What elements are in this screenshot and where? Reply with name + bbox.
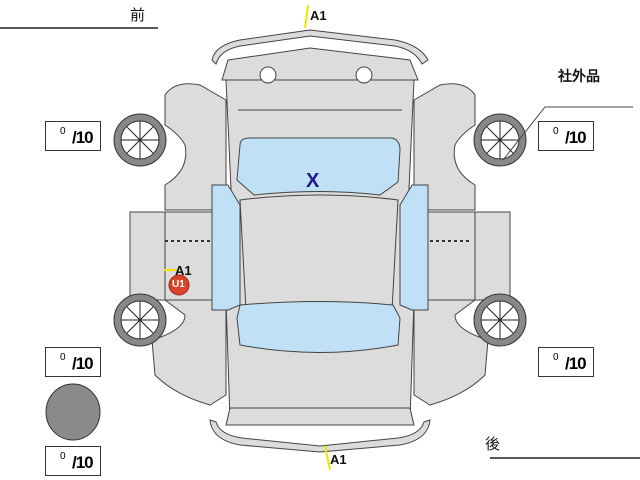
tire-rear-right-box: 0/10 <box>538 347 594 377</box>
tread-max: /10 <box>565 354 587 373</box>
roof <box>239 194 399 311</box>
tread-max: /10 <box>72 128 94 147</box>
rear-bumper-mark <box>324 445 331 471</box>
marker-left-door[interactable]: A1 <box>175 263 192 278</box>
tire-front-right-box: 0/10 <box>538 121 594 151</box>
tread-value: 0 <box>553 126 559 137</box>
tread-value: 0 <box>60 126 66 137</box>
tread-value: 0 <box>553 352 559 363</box>
tread-value: 0 <box>60 451 66 462</box>
front-bumper-mark <box>304 4 309 29</box>
tread-max: /10 <box>72 453 94 472</box>
wheel-rear-right-icon <box>473 293 527 347</box>
right-headlight <box>355 66 373 84</box>
tire-rear-left-box: 0/10 <box>45 347 101 377</box>
marker-x-windshield[interactable]: X <box>306 170 320 192</box>
front-bumper <box>211 29 429 65</box>
front-label: 前 <box>130 7 146 24</box>
right-side-window <box>399 184 429 311</box>
wheel-front-left-icon <box>113 113 167 167</box>
right-rocker <box>474 211 511 301</box>
wheel-front-right-icon <box>473 113 527 167</box>
left-rear-quarter <box>151 299 227 406</box>
tire-spare-box: 0/10 <box>45 446 101 476</box>
right-rear-quarter <box>413 299 489 406</box>
tire-front-left-box: 0/10 <box>45 121 101 151</box>
marker-u1[interactable]: U1 <box>172 279 185 290</box>
aftermarket-label: 社外品 <box>558 68 600 84</box>
left-front-fender <box>164 83 227 211</box>
tread-max: /10 <box>72 354 94 373</box>
marker-front-bumper[interactable]: A1 <box>310 8 327 23</box>
left-rocker <box>129 211 166 301</box>
right-front-fender <box>413 83 476 211</box>
rear-window <box>236 301 401 353</box>
wheel-rear-left-icon <box>113 293 167 347</box>
tread-value: 0 <box>60 352 66 363</box>
aftermarket-leader-line <box>502 106 633 161</box>
left-side-window <box>211 184 241 311</box>
wheels <box>113 113 527 347</box>
rear-label: 後 <box>485 436 501 453</box>
u1-marker-circle <box>168 274 190 296</box>
marker-rear-bumper[interactable]: A1 <box>330 452 347 467</box>
windshield <box>236 137 401 196</box>
spare-tire-icon <box>45 383 101 441</box>
left-headlight <box>259 66 277 84</box>
tread-max: /10 <box>565 128 587 147</box>
front-grille <box>221 47 419 81</box>
rear-bumper <box>209 419 431 453</box>
rear-panel <box>225 407 415 426</box>
